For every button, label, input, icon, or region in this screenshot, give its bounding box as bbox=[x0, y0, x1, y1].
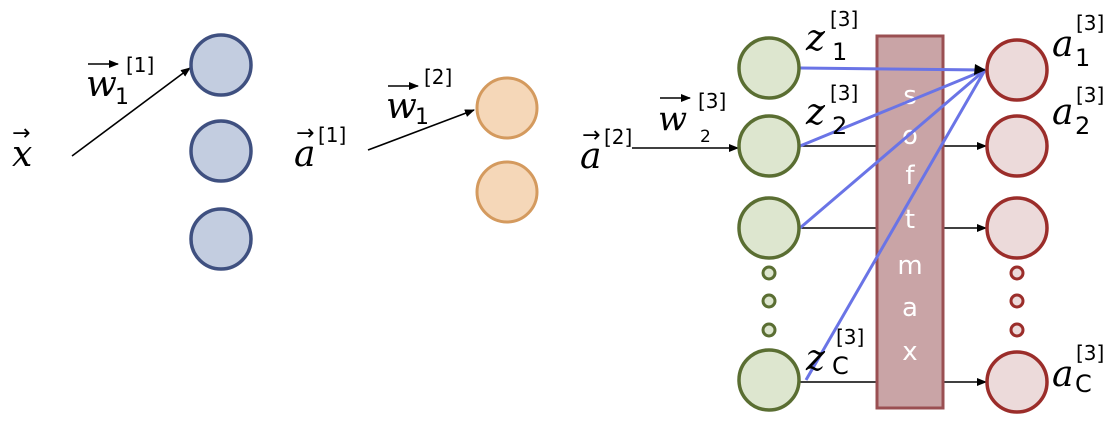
output-neuron-c bbox=[985, 350, 1049, 414]
softmax-letter: x bbox=[902, 337, 917, 367]
activation-a1-label: → a [1] bbox=[294, 121, 346, 175]
svg-text:1: 1 bbox=[1075, 44, 1090, 72]
arrow-x-to-layer1 bbox=[71, 67, 191, 157]
layer3-ellipsis-dot bbox=[761, 322, 777, 338]
svg-text:[1]: [1] bbox=[126, 53, 154, 77]
layer3-neuron-1 bbox=[737, 36, 801, 100]
svg-text:2: 2 bbox=[832, 112, 847, 140]
svg-text:a: a bbox=[294, 134, 315, 175]
softmax-letter: m bbox=[897, 251, 922, 281]
svg-text:[3]: [3] bbox=[830, 81, 858, 105]
output-ellipsis-dot bbox=[1009, 322, 1025, 338]
layer1-neuron-3 bbox=[189, 207, 253, 271]
output-ellipsis-dot bbox=[1009, 293, 1025, 309]
svg-text:[2]: [2] bbox=[424, 65, 452, 89]
connection-z1-a1 bbox=[799, 66, 986, 72]
layer1-neuron-1 bbox=[189, 33, 253, 97]
svg-text:1: 1 bbox=[415, 105, 429, 130]
softmax-box-overlay bbox=[875, 34, 945, 410]
weight-w3-label: w 2 [3] bbox=[658, 89, 726, 147]
softmax-letter: f bbox=[905, 161, 915, 191]
output-neuron-3 bbox=[985, 196, 1049, 260]
svg-text:w: w bbox=[386, 86, 417, 127]
vector-arrow: → bbox=[582, 123, 600, 148]
svg-text:z: z bbox=[805, 338, 826, 379]
zc-label: z C [3] bbox=[805, 325, 864, 380]
svg-text:a: a bbox=[580, 136, 601, 177]
weight-w1-2-label: w 1 [2] bbox=[386, 65, 452, 130]
arrow-a1-to-layer2 bbox=[367, 109, 475, 151]
svg-text:z: z bbox=[805, 92, 826, 133]
svg-text:[3]: [3] bbox=[1076, 11, 1104, 35]
arrowhead-a1 bbox=[974, 64, 986, 75]
svg-text:[3]: [3] bbox=[698, 89, 726, 113]
svg-text:2: 2 bbox=[1075, 112, 1090, 140]
svg-text:a: a bbox=[1052, 92, 1073, 133]
layer3-neuron-3 bbox=[737, 196, 801, 260]
connection-zc-a1 bbox=[804, 69, 987, 381]
svg-text:[3]: [3] bbox=[1076, 341, 1104, 365]
output-neuron-1 bbox=[985, 38, 1049, 102]
svg-text:C: C bbox=[1075, 370, 1092, 398]
layer1-neuron-2 bbox=[189, 119, 253, 183]
output-a1-label: a 1 [3] bbox=[1052, 11, 1104, 72]
svg-text:[3]: [3] bbox=[1076, 83, 1104, 107]
svg-text:[3]: [3] bbox=[830, 7, 858, 31]
weight-w1-1-label: w 1 [1] bbox=[86, 53, 154, 110]
connection-z2-a1 bbox=[799, 68, 986, 148]
output-a2-label: a 2 [3] bbox=[1052, 83, 1104, 140]
svg-text:w: w bbox=[86, 64, 117, 105]
svg-text:w: w bbox=[658, 99, 687, 139]
svg-text:[3]: [3] bbox=[836, 325, 864, 349]
vector-arrow: → bbox=[296, 121, 314, 146]
svg-text:C: C bbox=[832, 352, 849, 380]
svg-text:1: 1 bbox=[832, 38, 847, 66]
z2-label: z 2 [3] bbox=[805, 81, 858, 140]
layer3-ellipsis-dot bbox=[761, 293, 777, 309]
svg-text:[1]: [1] bbox=[318, 123, 346, 147]
z1-label: z 1 [3] bbox=[805, 7, 858, 66]
svg-text:z: z bbox=[805, 18, 826, 59]
svg-text:1: 1 bbox=[115, 85, 129, 110]
svg-text:a: a bbox=[1052, 24, 1073, 65]
softmax-letter: t bbox=[905, 205, 915, 235]
softmax-letter: a bbox=[902, 293, 918, 323]
output-neuron-2 bbox=[985, 114, 1049, 178]
output-ellipsis-dot bbox=[1009, 265, 1025, 281]
svg-text:x: x bbox=[12, 134, 32, 175]
layer2-neuron-1 bbox=[475, 76, 539, 140]
output-ac-label: a C [3] bbox=[1052, 341, 1104, 398]
input-x-label: x → bbox=[12, 121, 32, 175]
svg-text:2: 2 bbox=[700, 127, 711, 147]
layer3-ellipsis-dot bbox=[761, 265, 777, 281]
layer3-neuron-c bbox=[737, 348, 801, 412]
softmax-connections bbox=[799, 66, 987, 381]
layer2-neuron-2 bbox=[475, 160, 539, 224]
svg-text:[2]: [2] bbox=[604, 125, 632, 149]
svg-text:a: a bbox=[1052, 354, 1073, 395]
activation-a2-label: → a [2] bbox=[580, 123, 632, 177]
layer3-neuron-2 bbox=[737, 114, 801, 178]
connection-z3-a1 bbox=[799, 68, 986, 230]
softmax-letter: s bbox=[903, 81, 917, 111]
vector-arrow: → bbox=[12, 121, 30, 146]
